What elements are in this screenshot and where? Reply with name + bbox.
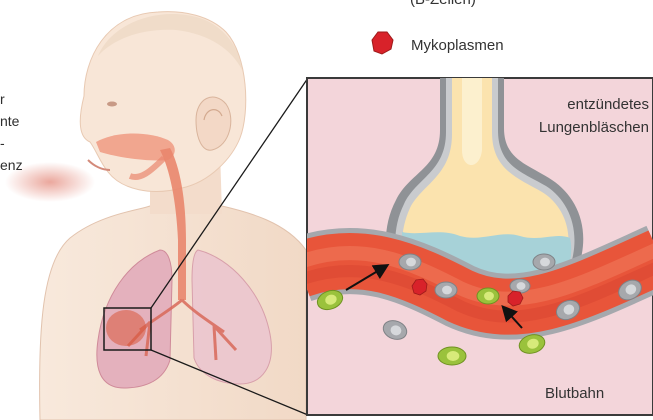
b-cell <box>438 347 466 365</box>
immune-cell <box>435 282 457 298</box>
caption-fragment: - <box>0 132 23 154</box>
bloodstream-label: Blutbahn <box>545 383 604 405</box>
caption-fragment: enz <box>0 154 23 176</box>
child-torso <box>40 206 306 420</box>
cropped-caption-left: r nte - enz <box>0 88 23 176</box>
caption-fragment: nte <box>0 110 23 132</box>
alveolus-label-line2: Lungenbläschen <box>539 116 649 139</box>
alveolus-label: entzündetes Lungenbläschen <box>539 93 649 139</box>
alveolus-label-line1: entzündetes <box>539 93 649 116</box>
inflamed-area <box>106 310 146 346</box>
b-cells-label: (B-Zellen) <box>410 0 476 11</box>
mycoplasma-icon <box>372 32 393 54</box>
caption-fragment: r <box>0 88 23 110</box>
child-eye <box>107 102 117 107</box>
immune-cell <box>533 254 555 270</box>
mycoplasma-legend-label: Mykoplasmen <box>411 35 504 57</box>
b-cell <box>477 288 499 304</box>
immune-cell <box>399 254 421 270</box>
child-illustration <box>5 12 306 420</box>
